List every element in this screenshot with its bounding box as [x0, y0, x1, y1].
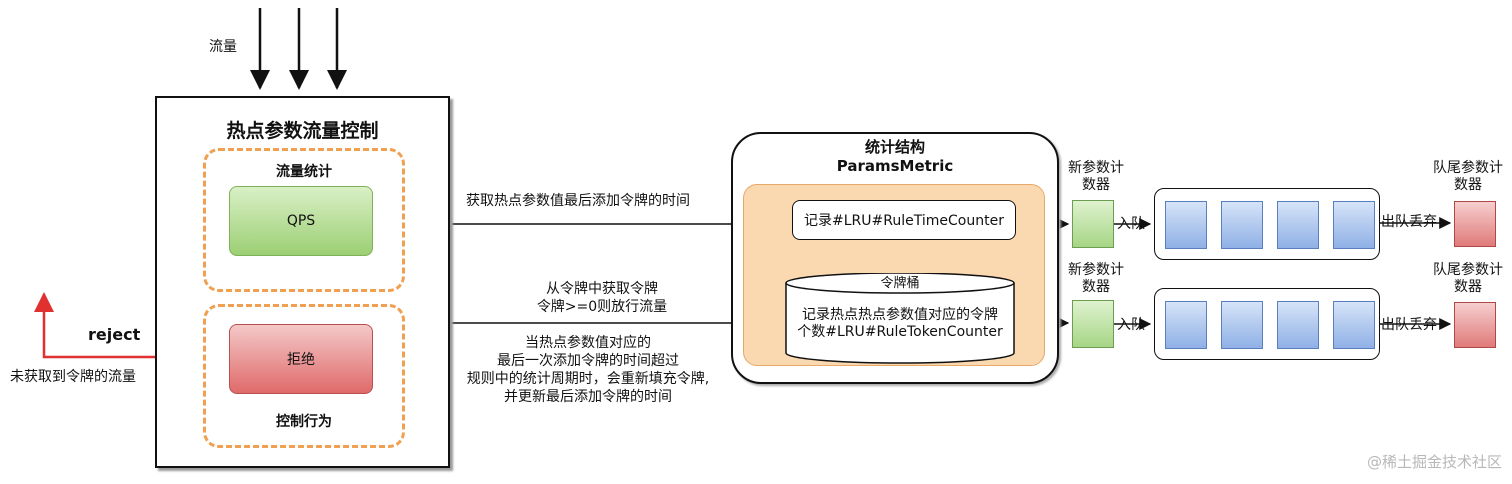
- qps-box: QPS: [229, 186, 373, 256]
- queue-1-item-4: [1333, 201, 1375, 249]
- token-bucket-cylinder: [785, 273, 1015, 364]
- token-arrow-label-line-2: 令牌>=0则放行流量: [536, 299, 668, 315]
- rule-time-counter-box: 记录#LRU#RuleTimeCounter: [792, 200, 1016, 240]
- stats-title-line: 统计结构: [864, 138, 925, 156]
- refill-note-line-2: 最后一次添加令牌的时间超过: [497, 353, 679, 369]
- new-counter-label-2-line-2: 数器: [1082, 279, 1110, 295]
- control-title: 热点参数流量控制: [226, 120, 379, 142]
- tail-counter-label-1: 队尾参数计 数器: [1426, 160, 1510, 194]
- unobtained-traffic-label: 未获取到令牌的流量: [10, 369, 136, 385]
- token-arrow-label-line-1: 从令牌中获取令牌: [546, 281, 658, 297]
- token-arrow-label: 从令牌中获取令牌 令牌>=0则放行流量: [512, 280, 692, 316]
- tail-counter-label-1-line-1: 队尾参数计: [1433, 160, 1503, 176]
- new-counter-label-2-line-1: 新参数计: [1068, 262, 1124, 278]
- time-arrow-label: 获取热点参数值最后添加令牌的时间: [466, 193, 690, 209]
- enqueue-label-1: 入队: [1117, 216, 1145, 232]
- tail-counter-label-1-line-2: 数器: [1454, 177, 1482, 193]
- queue-1-item-2: [1221, 201, 1263, 249]
- tail-counter-label-2: 队尾参数计 数器: [1426, 262, 1510, 296]
- traffic-label: 流量: [209, 39, 237, 55]
- token-counter-line-1: 记录热点热点参数值对应的令牌: [802, 307, 998, 323]
- token-counter-line-2: 个数#LRU#RuleTokenCounter: [797, 324, 1003, 340]
- refill-note-line-4: 并更新最后添加令牌的时间: [504, 389, 672, 405]
- refill-note-line-1: 当热点参数值对应的: [525, 335, 651, 351]
- queue-2-item-2: [1221, 301, 1263, 349]
- tail-counter-square-2: [1454, 302, 1496, 348]
- lru-queue-1: [1154, 188, 1380, 260]
- new-counter-label-1-line-2: 数器: [1082, 177, 1110, 193]
- enqueue-label-2: 入队: [1117, 317, 1145, 333]
- new-counter-label-1: 新参数计 数器: [1060, 160, 1132, 194]
- queue-1-item-3: [1277, 201, 1319, 249]
- traffic-stats-title: 流量统计: [276, 164, 332, 180]
- watermark: @稀土掘金技术社区: [1366, 453, 1502, 471]
- dequeue-label-2: 出队丢弃: [1381, 317, 1437, 333]
- tail-counter-square-1: [1454, 201, 1496, 247]
- params-metric-structure: 统计结构 ParamsMetric 记录#LRU#RuleTimeCounter…: [731, 132, 1059, 384]
- new-counter-label-2: 新参数计 数器: [1060, 262, 1132, 296]
- queue-2-item-1: [1165, 301, 1207, 349]
- stats-subtitle: ParamsMetric: [836, 157, 954, 175]
- stats-title: 统计结构 ParamsMetric: [733, 138, 1057, 176]
- counter-panel: 记录#LRU#RuleTimeCounter 令牌桶 记录热点热点参数值对应的令…: [743, 184, 1045, 366]
- queue-2-item-3: [1277, 301, 1319, 349]
- tail-counter-label-2-line-2: 数器: [1454, 279, 1482, 295]
- control-behavior-group: 控制行为: [203, 304, 405, 448]
- lru-queue-2: [1154, 288, 1380, 360]
- traffic-stats-group: 流量统计: [203, 148, 405, 292]
- new-counter-label-1-line-1: 新参数计: [1068, 160, 1124, 176]
- queue-1-item-1: [1165, 201, 1207, 249]
- rule-token-counter-text: 记录热点热点参数值对应的令牌 个数#LRU#RuleTokenCounter: [784, 307, 1016, 341]
- dequeue-label-1: 出队丢弃: [1381, 214, 1437, 230]
- control-behavior-title: 控制行为: [276, 414, 332, 430]
- tail-counter-label-2-line-1: 队尾参数计: [1433, 262, 1503, 278]
- queue-2-item-4: [1333, 301, 1375, 349]
- hotspot-control-frame: 热点参数流量控制 流量统计 QPS 控制行为 拒绝: [155, 96, 450, 468]
- reject-box: 拒绝: [229, 324, 373, 394]
- new-counter-square-2: [1072, 300, 1114, 348]
- refill-note-line-3: 规则中的统计周期时，会重新填充令牌,: [466, 371, 710, 387]
- token-bucket-label: 令牌桶: [880, 276, 920, 291]
- refill-note: 当热点参数值对应的 最后一次添加令牌的时间超过 规则中的统计周期时，会重新填充令…: [448, 334, 728, 406]
- new-counter-square-1: [1072, 200, 1114, 248]
- reject-label: reject: [88, 325, 141, 344]
